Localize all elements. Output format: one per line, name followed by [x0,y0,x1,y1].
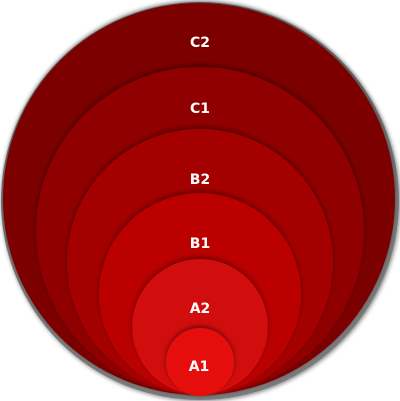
label-c1: C1 [190,101,210,117]
label-c2: C2 [190,35,210,51]
label-a1: A1 [189,359,210,375]
circle-a1 [166,328,234,396]
circle-a2 [132,259,268,395]
label-b1: B1 [190,236,210,252]
label-a2: A2 [190,301,211,317]
label-b2: B2 [190,172,210,188]
